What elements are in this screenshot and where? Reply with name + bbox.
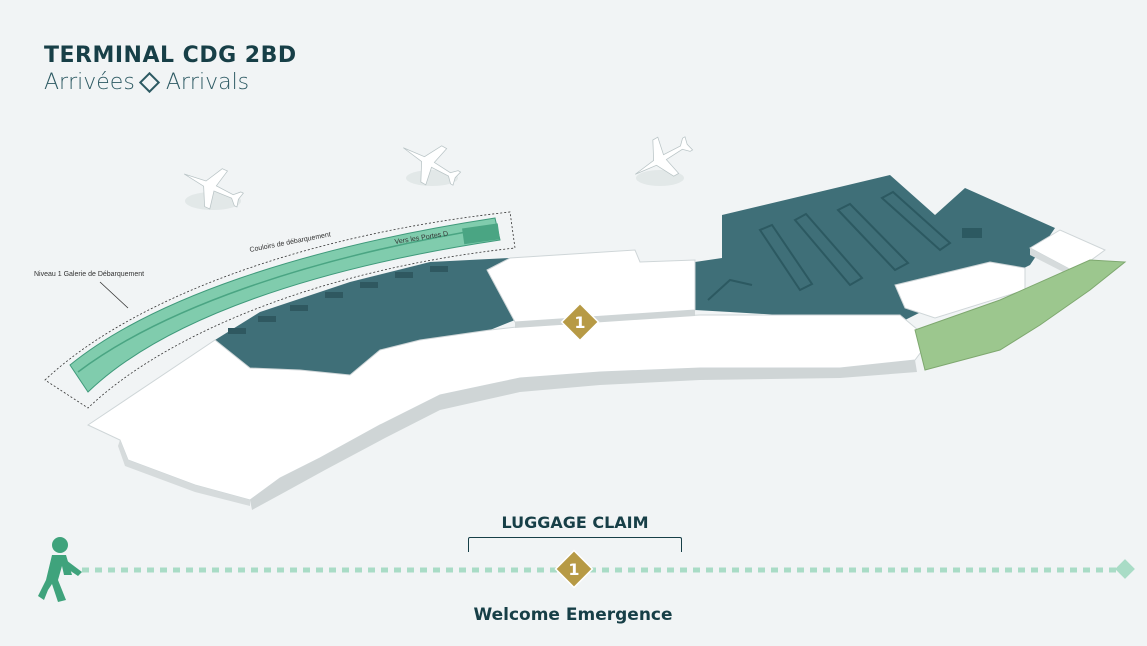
airplane-icon — [624, 124, 700, 193]
luggage-claim-bracket — [468, 537, 682, 552]
pedestrian-icon — [38, 537, 82, 602]
luggage-claim-label: LUGGAGE CLAIM — [501, 513, 649, 532]
airside-zone-left — [215, 258, 515, 375]
subtitle-en: Arrivals — [165, 70, 250, 96]
arrival-gallery-level-1 — [69, 217, 501, 393]
step-marker[interactable]: 1 — [554, 549, 594, 589]
airplane-icon — [392, 129, 468, 198]
page-title: TERMINAL CDG 2BD — [44, 43, 297, 68]
callout-level-label: Niveau 1 Galerie de Débarquement — [34, 271, 144, 278]
page-subtitle: Arrivées Arrivals — [44, 70, 297, 95]
gallery-dashed-outline — [44, 211, 516, 409]
subtitle-fr: Arrivées — [44, 70, 135, 96]
arrivals-hall — [86, 314, 931, 501]
callout-corridor-label: Couloirs de débarquement — [249, 231, 331, 254]
baggage-hall-block — [486, 249, 696, 323]
luggage-claim-marker[interactable]: 1 — [560, 302, 600, 342]
title-block: TERMINAL CDG 2BD Arrivées Arrivals — [44, 43, 297, 95]
marker-number: 1 — [574, 313, 585, 332]
airplane-icon — [174, 154, 250, 220]
welcome-emergence-label: Welcome Emergence — [473, 605, 673, 625]
step-number: 1 — [568, 560, 579, 579]
route-legend: LUGGAGE CLAIM Welcome Emergence — [0, 505, 1147, 646]
connection-zone-green — [914, 259, 1127, 371]
